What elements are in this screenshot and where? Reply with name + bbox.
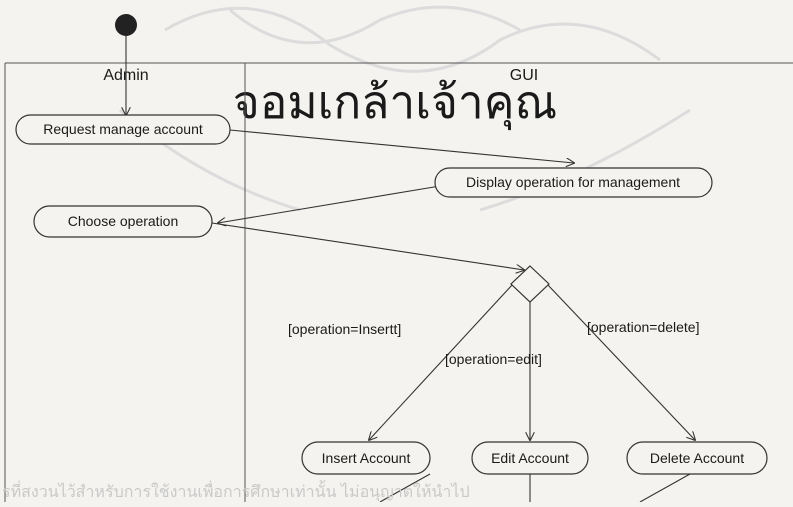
action-request-label: Request manage account	[43, 121, 203, 137]
action-delete-label: Delete Account	[650, 450, 744, 466]
edge-decision-insert	[369, 283, 514, 440]
watermark-footer: รที่สงวนไว้สำหรับการใช้งานเพื่อการศึกษาเ…	[2, 480, 470, 502]
watermark-arc-text: จอมเกล้าเจ้าคุณ	[233, 76, 557, 131]
action-edit: Edit Account	[471, 441, 589, 475]
edges	[126, 36, 695, 503]
decision-node	[510, 265, 550, 303]
action-choose-label: Choose operation	[68, 213, 179, 229]
initial-node	[115, 14, 137, 36]
action-request: Request manage account	[15, 114, 231, 145]
action-edit-label: Edit Account	[491, 450, 569, 466]
action-display-label: Display operation for management	[466, 174, 680, 190]
lane-title-gui: GUI	[510, 67, 538, 84]
guard-insert: [operation=Insertt]	[288, 321, 401, 337]
action-insert-label: Insert Account	[322, 450, 411, 466]
edge-decision-delete	[546, 283, 695, 440]
action-delete: Delete Account	[626, 441, 768, 475]
edge-choose-decision	[211, 222, 524, 270]
edge-delete-out	[639, 473, 691, 503]
edge-insert-out	[379, 473, 431, 503]
guard-edit: [operation=edit]	[445, 351, 542, 367]
action-insert: Insert Account	[301, 441, 431, 475]
edge-request-display	[229, 129, 574, 163]
guard-delete: [operation=delete]	[587, 319, 699, 335]
action-choose: Choose operation	[33, 205, 213, 238]
action-display: Display operation for management	[434, 167, 713, 198]
edge-display-choose	[218, 185, 441, 223]
